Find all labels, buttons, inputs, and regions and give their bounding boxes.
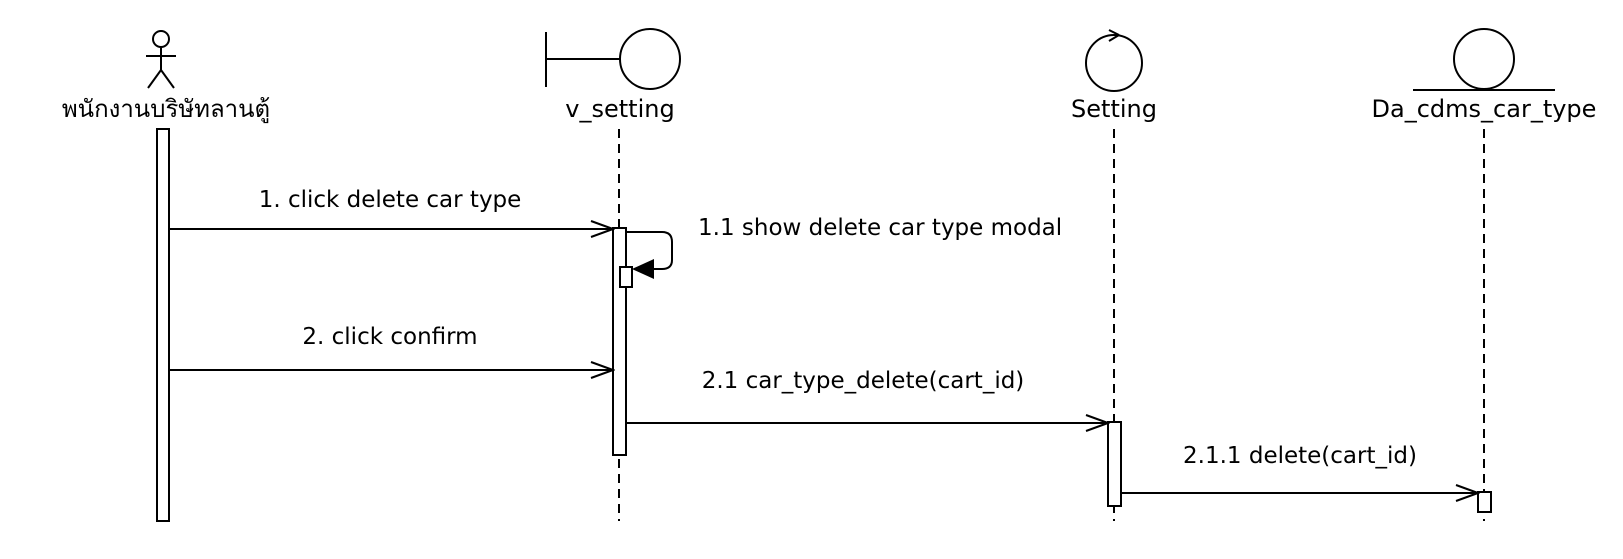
- boundary-icon: [545, 28, 681, 90]
- entity-activation-bar: [1477, 491, 1492, 513]
- control-participant: Setting: [1071, 29, 1157, 521]
- boundary-activation-bar: [612, 227, 627, 456]
- control-icon: [1085, 29, 1143, 92]
- actor-activation-bar: [156, 128, 170, 522]
- boundary-nested-activation: [619, 266, 633, 288]
- message-1-label: 1. click delete car type: [259, 187, 522, 213]
- message-1-1: 1.1 show delete car type modal: [626, 215, 1062, 279]
- entity-label: Da_cdms_car_type: [1372, 95, 1597, 123]
- control-activation-bar: [1107, 421, 1122, 507]
- message-2-1: 2.1 car_type_delete(cart_id): [626, 368, 1108, 423]
- actor-label: พนักงานบริษัทลานตู้: [62, 95, 270, 124]
- boundary-label: v_setting: [565, 95, 674, 123]
- message-2: 2. click confirm: [169, 324, 613, 370]
- message-1-1-self-arrow: [626, 231, 673, 270]
- entity-participant: Da_cdms_car_type: [1372, 28, 1597, 521]
- message-2-1-label: 2.1 car_type_delete(cart_id): [702, 368, 1025, 394]
- control-label: Setting: [1071, 95, 1157, 123]
- boundary-participant: v_setting: [545, 28, 681, 521]
- entity-icon: [1413, 28, 1555, 91]
- actor-icon: [146, 30, 176, 89]
- message-1: 1. click delete car type: [169, 187, 613, 229]
- message-1-1-label: 1.1 show delete car type modal: [698, 215, 1062, 241]
- message-1-1-arrowhead: [632, 259, 654, 279]
- message-2-1-1-label: 2.1.1 delete(cart_id): [1183, 443, 1417, 469]
- message-2-label: 2. click confirm: [302, 324, 477, 350]
- actor-participant: พนักงานบริษัทลานตู้: [62, 30, 270, 522]
- message-2-1-1: 2.1.1 delete(cart_id): [1121, 443, 1478, 493]
